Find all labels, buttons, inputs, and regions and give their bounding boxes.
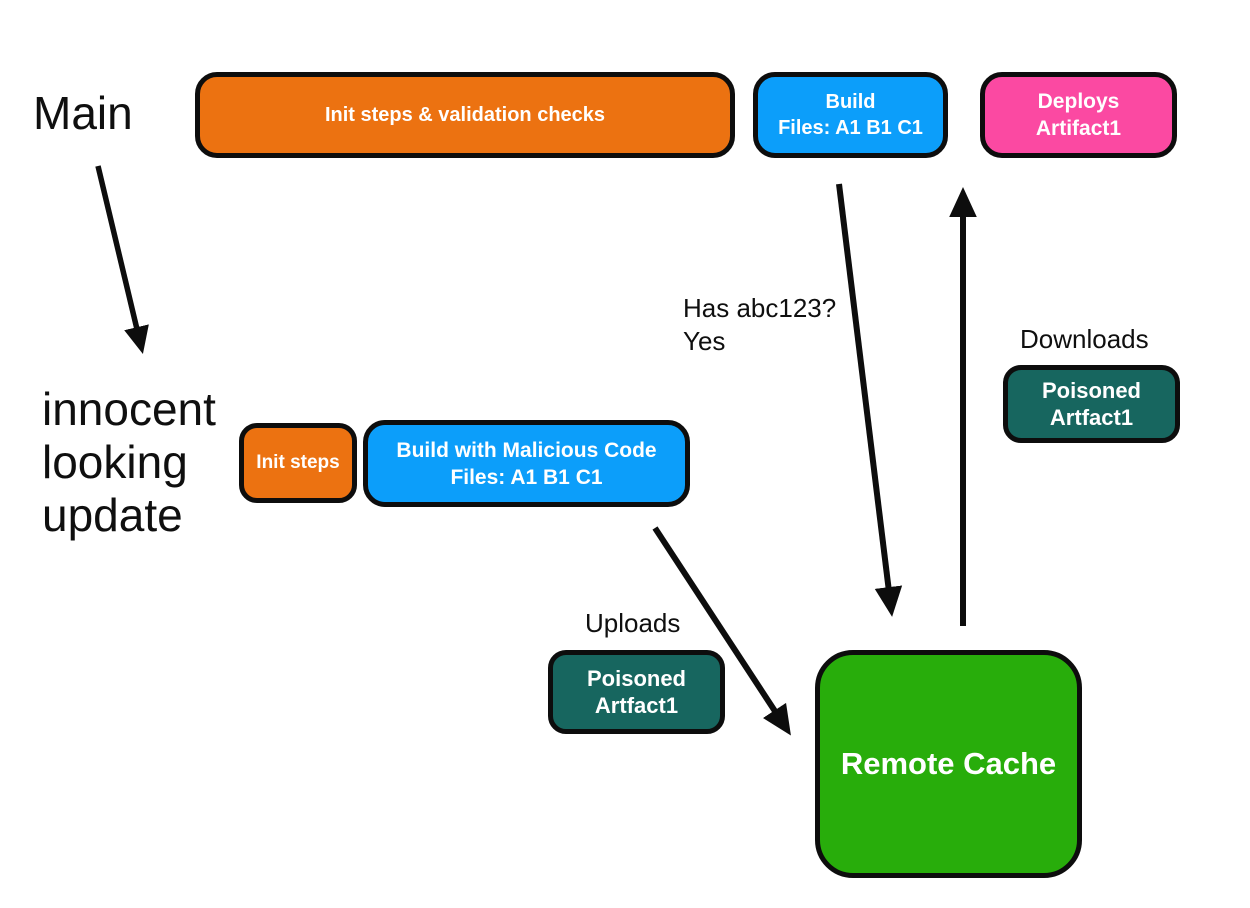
- node-init-validation-checks: Init steps & validation checks: [195, 72, 735, 158]
- downloads-label: Downloads: [1020, 324, 1149, 354]
- node-label: Build with Malicious Code: [396, 438, 657, 462]
- node-label: Poisoned: [1041, 378, 1141, 403]
- main-branch-label: Main: [33, 87, 133, 139]
- node-build-malicious: Build with Malicious Code Files: A1 B1 C…: [363, 420, 690, 507]
- node-build-main: Build Files: A1 B1 C1: [753, 72, 948, 158]
- node-label: Init steps & validation checks: [324, 104, 606, 126]
- node-label: Remote Cache: [840, 746, 1057, 781]
- update-branch-label-line: update: [42, 489, 183, 541]
- update-branch-label-line: innocent: [42, 383, 216, 435]
- node-label: Artfact1: [1049, 405, 1134, 430]
- arrow-main-to-update: [95, 165, 149, 355]
- update-branch-label-line: looking: [42, 436, 188, 488]
- uploads-label: Uploads: [585, 608, 681, 638]
- node-label: Poisoned: [586, 666, 686, 691]
- node-poisoned-artifact-download: Poisoned Artfact1: [1003, 365, 1180, 443]
- node-deploys-artifact: Deploys Artifact1: [980, 72, 1177, 158]
- cache-check-label-line: Yes: [683, 326, 726, 356]
- node-label: Init steps: [256, 452, 340, 473]
- node-remote-cache: Remote Cache: [815, 650, 1082, 878]
- arrow-build-to-cache: [836, 183, 903, 617]
- node-label: Artifact1: [1035, 117, 1122, 140]
- update-branch-label: innocent looking update: [42, 383, 216, 542]
- node-label: Artfact1: [594, 693, 679, 718]
- node-label: Deploys: [1037, 90, 1120, 113]
- node-init-steps: Init steps: [239, 423, 357, 503]
- node-label: Files: A1 B1 C1: [778, 117, 923, 139]
- node-poisoned-artifact-upload: Poisoned Artfact1: [548, 650, 725, 734]
- cache-check-label-line: Has abc123?: [683, 293, 837, 323]
- cache-check-label: Has abc123? Yes: [683, 292, 836, 358]
- node-label: Build: [825, 91, 876, 113]
- node-label: Files: A1 B1 C1: [450, 465, 603, 489]
